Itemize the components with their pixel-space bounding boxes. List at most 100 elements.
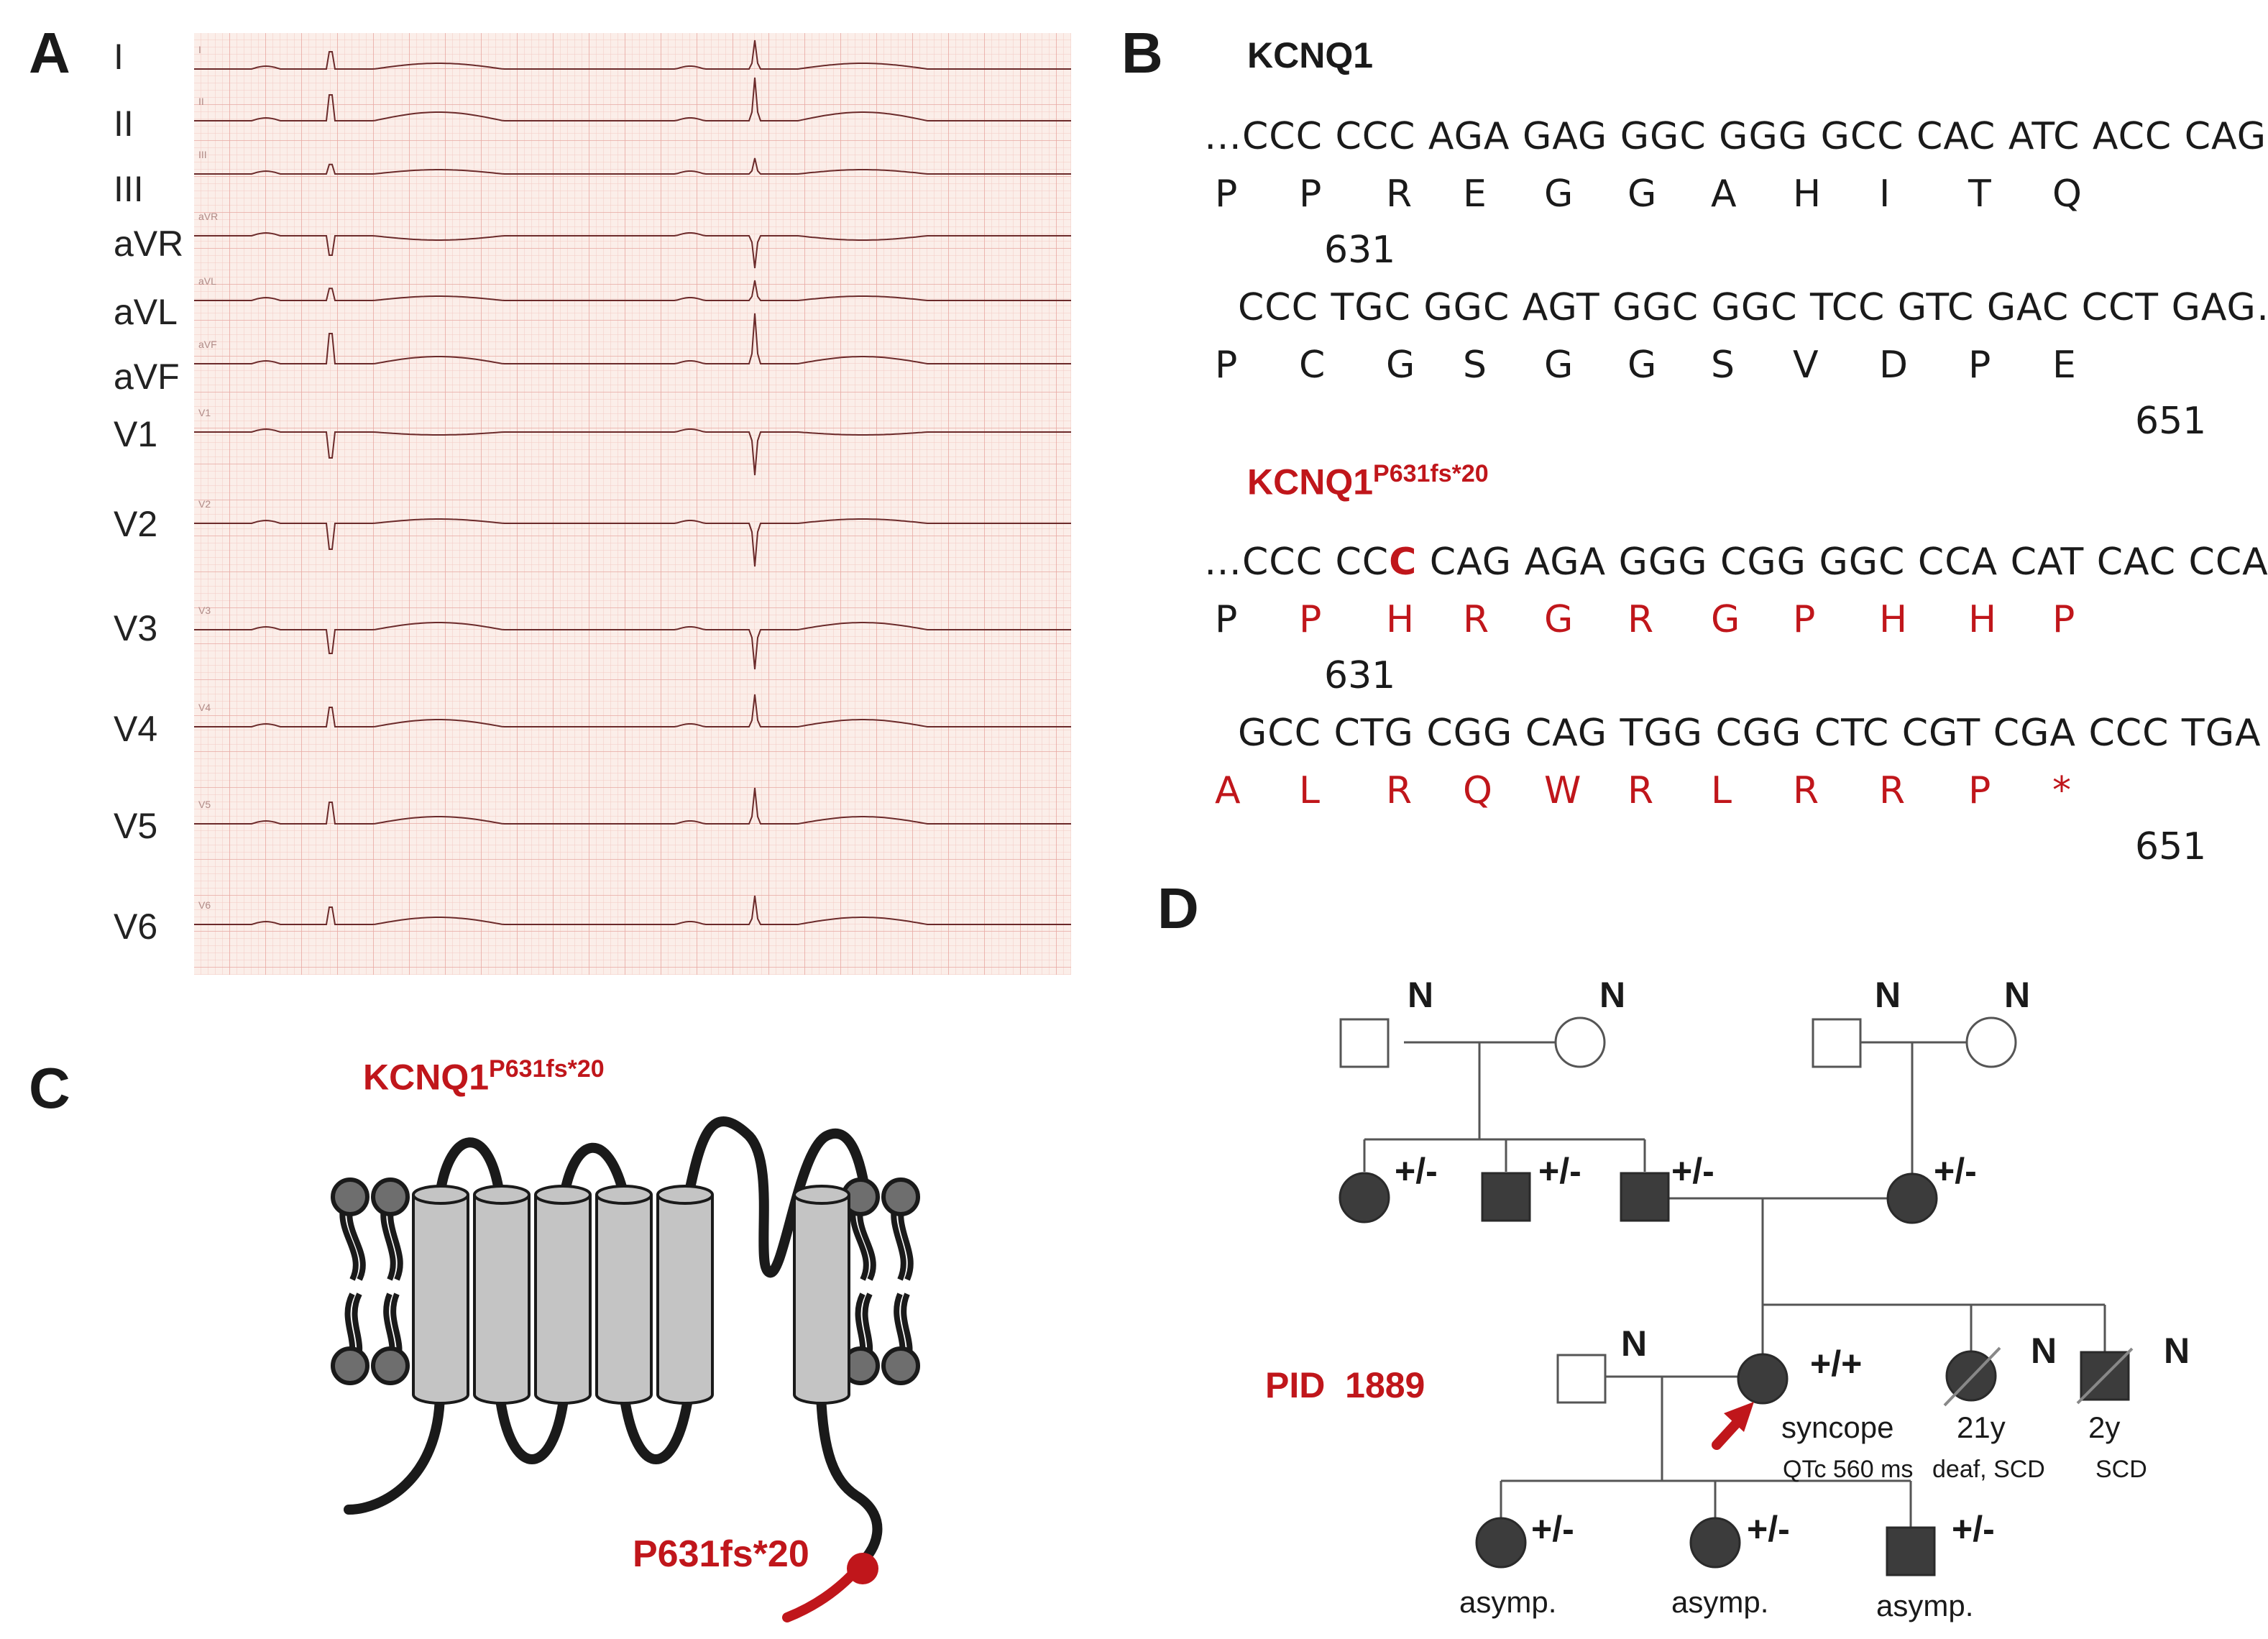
ecg-strip-label: V1 [198,407,211,418]
child-3 [1886,1526,1936,1576]
mutation-label: P631fs*20 [633,1533,809,1575]
sister-note: deaf, SCD [1932,1456,2045,1483]
channel-title: KCNQ1P631fs*20 [363,1055,605,1098]
ecg-trace [194,787,1071,825]
proband [1737,1353,1789,1405]
genotype-label: N [1599,975,1626,1015]
ecg-lead-label: V1 [114,414,158,454]
deceased-slash [2076,1347,2134,1405]
ecg-strip-label: aVR [198,211,218,222]
amino-acid: V [1793,344,1819,387]
aunt [1339,1172,1390,1223]
mutant-codons-rest: CAG AGA GGG CGG GGC CCA CAT CAC CCA [1417,541,2268,584]
ecg-trace [194,231,1071,269]
grandmother-1 [1554,1016,1606,1068]
inserted-base: C [1389,541,1418,584]
ecg-trace [194,518,1071,567]
amino-acid: P [1215,344,1238,387]
mutant-codons-row2: GCC CTG CGG CAG TGG CGG CTC CGT CGA CCC … [1238,712,2262,755]
grandfather-1 [1339,1018,1390,1068]
ecg-trace [194,895,1071,925]
genotype-label: +/- [1934,1151,1977,1191]
amino-acid: L [1299,769,1320,812]
amino-acid: H [1386,598,1415,641]
amino-acid: R [1386,173,1413,216]
amino-acid: P [1299,173,1322,216]
ecg-strip-label: aVF [198,339,217,350]
genotype-label: +/- [1952,1509,1995,1549]
amino-acid: H [1793,173,1822,216]
genotype-label: N [1875,975,1901,1015]
proband-arrow [1712,1402,1754,1450]
ecg-trace [194,694,1071,727]
deceased-slash [1943,1346,2001,1407]
mutation-site-marker [847,1553,878,1584]
ecg-strip-label: V2 [198,498,211,510]
amino-acid: R [1627,598,1654,641]
amino-acid: A [1711,173,1737,216]
ecg-strip-label: II [198,96,204,107]
channel-topology-diagram [331,1116,920,1622]
genotype-label: N [1408,975,1434,1015]
ecg-trace [194,280,1071,301]
genotype-label: N [2004,975,2031,1015]
mother [1886,1172,1938,1224]
genotype-label: +/- [1747,1509,1790,1549]
amino-acid: S [1463,344,1487,387]
ecg-lead-label: V6 [114,906,158,947]
ecg-lead-label: III [114,169,144,209]
amino-acid: G [1627,344,1657,387]
child-note: asymp. [1459,1585,1557,1619]
ecg-lead-label: V3 [114,608,158,648]
ecg-lead-label: V2 [114,504,158,544]
child-2 [1689,1517,1741,1569]
grandmother-2 [1965,1016,2017,1068]
channel-title-variant: P631fs*20 [489,1055,605,1083]
ecg-trace [194,157,1071,175]
child-note: asymp. [1876,1589,1974,1622]
pedigree-diagram [1339,1016,2134,1576]
ecg-lead-label: V5 [114,806,158,846]
ecg-strip-label: V6 [198,899,211,911]
panel-label-d: D [1157,876,1199,940]
genotype-label: +/- [1395,1151,1438,1191]
amino-acid: E [2052,344,2076,387]
pid-label: PID 1889 [1265,1365,1425,1405]
ecg-lead-label: II [114,104,134,144]
ecg-strip-label: V4 [198,702,211,713]
ecg-lead-label: I [114,37,124,77]
uncle [1481,1172,1531,1222]
amino-acid: T [1968,173,1991,216]
amino-acid: G [1627,173,1657,216]
mutant-title-gene: KCNQ1 [1247,462,1374,502]
amino-acid: C [1299,344,1326,387]
amino-acid: G [1711,598,1740,641]
brother-age: 2y [2088,1410,2121,1444]
amino-acid: S [1711,344,1735,387]
child-note: asymp. [1671,1585,1769,1619]
amino-acid: G [1544,344,1574,387]
panel-label-c: C [29,1056,70,1120]
genotype-label: N [2164,1331,2190,1371]
husband [1556,1354,1607,1404]
genotype-label: +/- [1671,1151,1714,1191]
amino-acid: R [1463,598,1489,641]
amino-acid: G [1544,173,1574,216]
genotype-label: +/- [1538,1151,1581,1191]
ecg-lead-label: aVR [114,224,184,264]
genotype-label: N [2031,1331,2057,1371]
ecg-trace [194,622,1071,670]
wt-codons-row2: CCC TGC GGC AGT GGC GGC TCC GTC GAC CCT … [1238,286,2268,329]
brother-note: SCD [2095,1456,2147,1483]
sister-age: 21y [1957,1410,2006,1444]
amino-acid: G [1544,598,1574,641]
ecg-strip-label: V5 [198,799,211,810]
pedigree-lines [1363,1041,2106,1528]
ecg-trace [194,428,1071,476]
amino-acid: R [1386,769,1413,812]
amino-acid: P [1299,598,1322,641]
